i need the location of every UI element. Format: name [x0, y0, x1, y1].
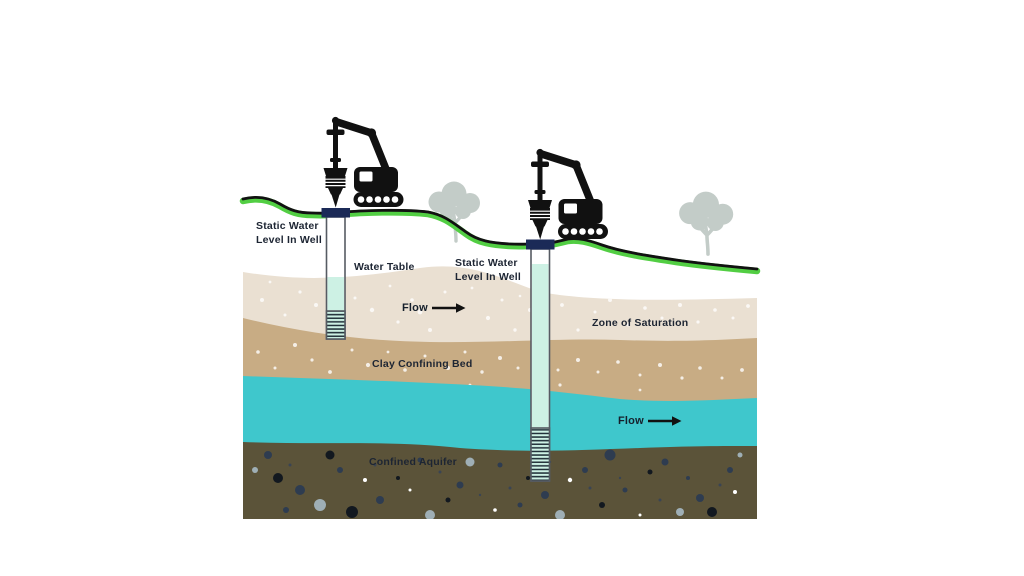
- flow-arrow-icon: [647, 416, 682, 426]
- monitoring-well-1: [321, 208, 350, 340]
- flow-indicator-lower: Flow: [618, 415, 682, 427]
- static-water-level-label-1: Static Water Level In Well: [256, 220, 323, 246]
- tree-icon: [426, 179, 482, 243]
- sand-speckles: [260, 280, 750, 332]
- ground-surface-line: [239, 196, 761, 275]
- well-cap: [526, 239, 555, 250]
- flow-label: Flow: [618, 415, 644, 427]
- flow-label: Flow: [402, 302, 428, 314]
- confined-aquifer-label: Confined Aquifer: [369, 456, 457, 468]
- gravel-pebbles: [252, 449, 743, 519]
- well-screen: [325, 310, 346, 340]
- tree-icon: [677, 189, 735, 256]
- well-cap: [321, 208, 350, 218]
- flow-indicator-upper: Flow: [402, 302, 466, 314]
- well-water-column: [532, 264, 549, 480]
- clay-confining-bed-label: Clay Confining Bed: [372, 358, 473, 370]
- zone-of-saturation-label: Zone of Saturation: [592, 317, 689, 329]
- drill-rig-icon: [528, 149, 608, 240]
- water-table-label: Water Table: [354, 261, 415, 273]
- well-screen: [530, 427, 551, 482]
- monitoring-well-2: [526, 239, 555, 482]
- static-water-level-label-2: Static Water Level In Well: [455, 257, 522, 283]
- drill-rig-icon: [324, 117, 404, 208]
- flow-arrow-icon: [431, 303, 466, 313]
